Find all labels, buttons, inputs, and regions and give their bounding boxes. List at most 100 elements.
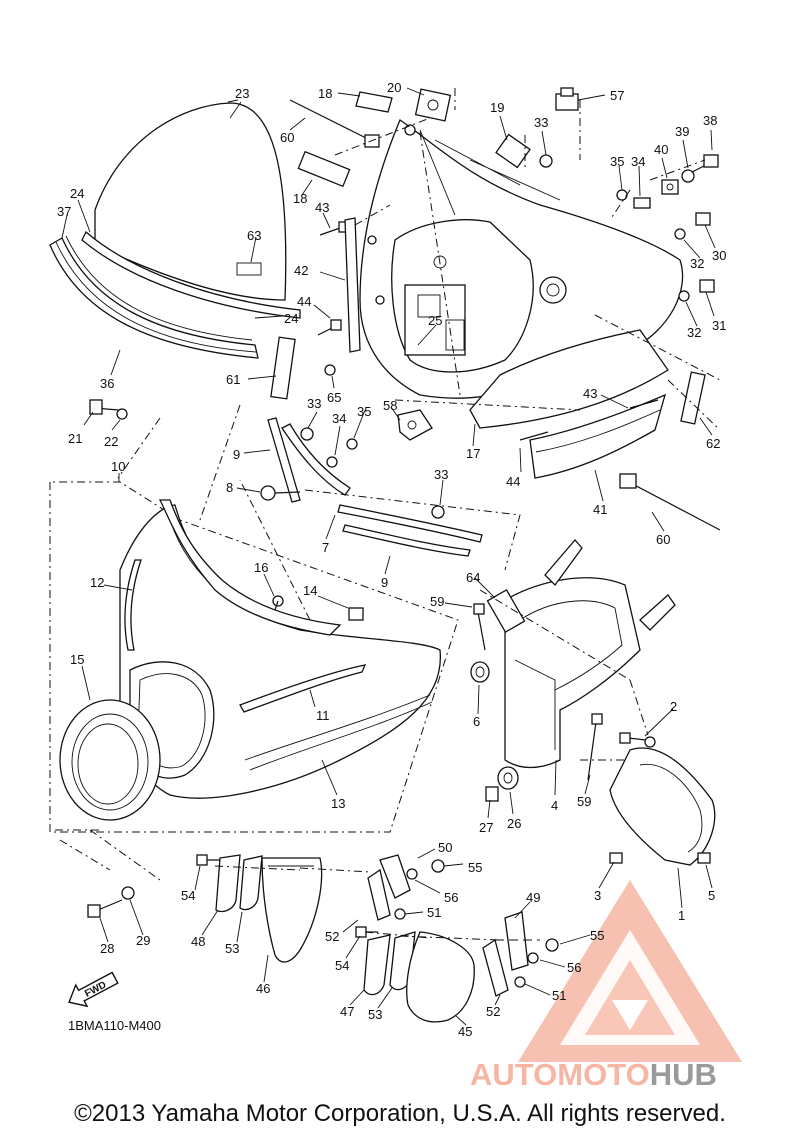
callout-52b: 52 bbox=[486, 1004, 500, 1019]
assembly-box-10 bbox=[49, 481, 459, 833]
callout-60b: 60 bbox=[656, 532, 670, 547]
callout-29: 29 bbox=[136, 933, 150, 948]
callout-9b: 9 bbox=[381, 575, 388, 590]
callout-33c: 33 bbox=[434, 467, 448, 482]
watermark-logo bbox=[518, 880, 742, 1062]
callout-56b: 56 bbox=[567, 960, 581, 975]
callout-24: 24 bbox=[70, 186, 84, 201]
callout-58: 58 bbox=[383, 398, 397, 413]
callout-15: 15 bbox=[70, 652, 84, 667]
callout-31: 31 bbox=[712, 318, 726, 333]
callout-labels: 23 18 20 57 19 33 39 38 60 40 35 34 24 1… bbox=[57, 80, 726, 1039]
watermark-word-right: HUB bbox=[650, 1057, 717, 1092]
callout-33b: 33 bbox=[307, 396, 321, 411]
diagram-code: 1BMA110-M400 bbox=[68, 1018, 161, 1033]
callout-51b: 51 bbox=[552, 988, 566, 1003]
callout-33: 33 bbox=[534, 115, 548, 130]
callout-18: 18 bbox=[318, 86, 332, 101]
callout-56: 56 bbox=[444, 890, 458, 905]
bracket-group bbox=[89, 399, 483, 557]
callout-9: 9 bbox=[233, 447, 240, 462]
callout-7: 7 bbox=[322, 540, 329, 555]
callout-30: 30 bbox=[712, 248, 726, 263]
callout-8: 8 bbox=[226, 480, 233, 495]
callout-49: 49 bbox=[526, 890, 540, 905]
callout-50: 50 bbox=[438, 840, 452, 855]
stay-frame-4 bbox=[504, 577, 641, 769]
callout-36: 36 bbox=[100, 376, 114, 391]
callout-11: 11 bbox=[316, 708, 330, 723]
callout-53: 53 bbox=[225, 941, 239, 956]
callout-18b: 18 bbox=[293, 191, 307, 206]
upper-fasteners bbox=[289, 87, 719, 353]
callout-19: 19 bbox=[490, 100, 504, 115]
windshield-label-63 bbox=[236, 262, 262, 276]
lower-cover-group bbox=[87, 854, 559, 1023]
windshield-group bbox=[49, 99, 301, 359]
windshield bbox=[94, 102, 287, 301]
callout-12: 12 bbox=[90, 575, 104, 590]
reference-lines bbox=[55, 88, 721, 941]
callout-55: 55 bbox=[468, 860, 482, 875]
callout-54b: 54 bbox=[335, 958, 349, 973]
callout-54: 54 bbox=[181, 888, 195, 903]
callout-32b: 32 bbox=[687, 325, 701, 340]
callout-64: 64 bbox=[466, 570, 480, 585]
callout-43: 43 bbox=[315, 200, 329, 215]
callout-42: 42 bbox=[294, 263, 308, 278]
callout-25: 25 bbox=[428, 313, 442, 328]
headlight-rim-15 bbox=[59, 699, 161, 821]
callout-51: 51 bbox=[427, 905, 441, 920]
stay-bracket-1 bbox=[609, 747, 716, 866]
fwd-arrow-icon bbox=[68, 971, 119, 1008]
callout-62: 62 bbox=[706, 436, 720, 451]
callout-43b: 43 bbox=[583, 386, 597, 401]
callout-22: 22 bbox=[104, 434, 118, 449]
callout-46: 46 bbox=[256, 981, 270, 996]
leader-lines bbox=[61, 87, 716, 1026]
callout-35b: 35 bbox=[357, 404, 371, 419]
callout-1: 1 bbox=[678, 908, 685, 923]
callout-59: 59 bbox=[430, 594, 444, 609]
panel-41 bbox=[529, 393, 667, 479]
callout-23: 23 bbox=[235, 86, 249, 101]
callout-44b: 44 bbox=[506, 474, 520, 489]
callout-16: 16 bbox=[254, 560, 268, 575]
callout-61: 61 bbox=[226, 372, 240, 387]
callout-34b: 34 bbox=[332, 411, 346, 426]
callout-40: 40 bbox=[654, 142, 668, 157]
watermark-word: AUTOMOTOHUB bbox=[470, 1057, 717, 1092]
callout-37: 37 bbox=[57, 204, 71, 219]
callout-47: 47 bbox=[340, 1004, 354, 1019]
callout-44: 44 bbox=[297, 294, 311, 309]
fwd-arrow: FWD bbox=[68, 971, 119, 1008]
callout-48: 48 bbox=[191, 934, 205, 949]
callout-28: 28 bbox=[100, 941, 114, 956]
callout-55b: 55 bbox=[590, 928, 604, 943]
meter-panel-group bbox=[270, 336, 721, 531]
callout-34: 34 bbox=[631, 154, 645, 169]
callout-20: 20 bbox=[387, 80, 401, 95]
lower-cover-45 bbox=[406, 931, 475, 1023]
callout-32: 32 bbox=[690, 256, 704, 271]
callout-41: 41 bbox=[593, 502, 607, 517]
callout-27: 27 bbox=[479, 820, 493, 835]
callout-21: 21 bbox=[68, 431, 82, 446]
callout-26: 26 bbox=[507, 816, 521, 831]
callout-59b: 59 bbox=[577, 794, 591, 809]
fwd-label: FWD bbox=[83, 980, 108, 1000]
callout-38: 38 bbox=[703, 113, 717, 128]
lower-cover-46 bbox=[261, 857, 323, 963]
callout-60: 60 bbox=[280, 130, 294, 145]
callout-5: 5 bbox=[708, 888, 715, 903]
callout-4: 4 bbox=[551, 798, 558, 813]
callout-35: 35 bbox=[610, 154, 624, 169]
callout-6: 6 bbox=[473, 714, 480, 729]
watermark-word-left: AUTOMOTO bbox=[470, 1057, 650, 1092]
callout-57: 57 bbox=[610, 88, 624, 103]
copyright-notice: ©2013 Yamaha Motor Corporation, U.S.A. A… bbox=[74, 1100, 726, 1127]
callout-13: 13 bbox=[331, 796, 345, 811]
callout-3: 3 bbox=[594, 888, 601, 903]
outer-fairing-group bbox=[59, 499, 441, 821]
